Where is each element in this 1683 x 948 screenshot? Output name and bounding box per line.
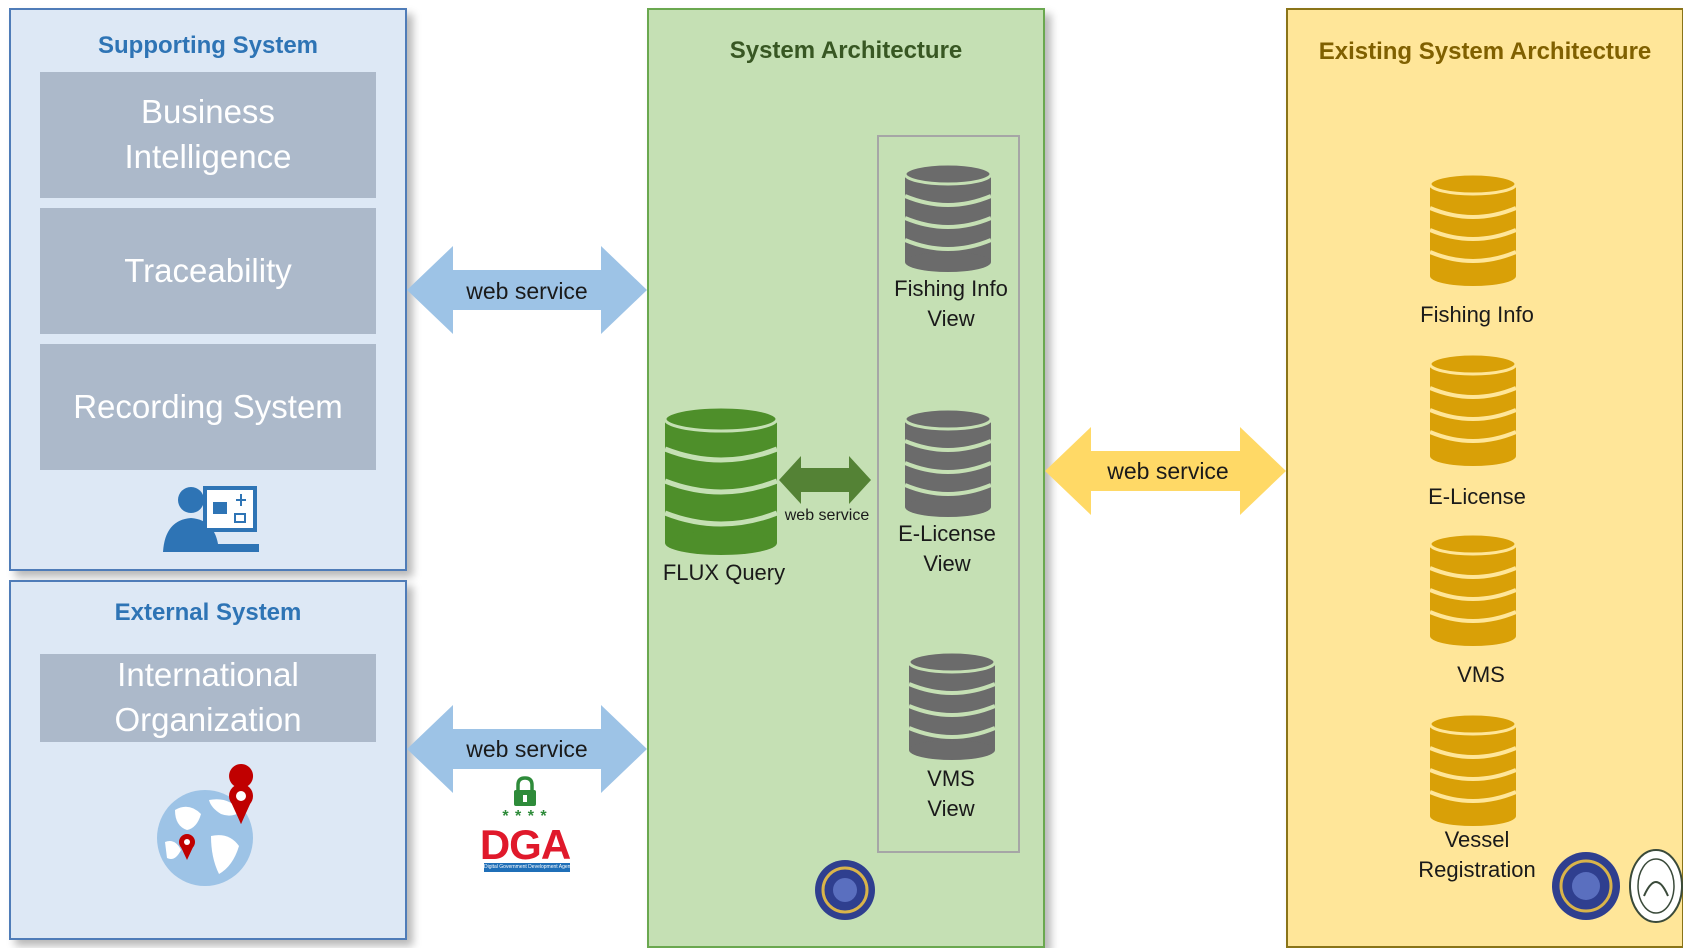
department-seal-icon	[1552, 852, 1620, 920]
dga-logo-text: DGA	[479, 821, 571, 868]
fishing-info-label: Fishing Info	[1420, 302, 1534, 327]
dga-tagline-bar: Digital Government Development Agency	[484, 863, 570, 872]
supporting-web-service-arrow	[407, 246, 647, 334]
fishing-info-view-label: Fishing Info View	[894, 276, 1008, 331]
supporting-system-title: Supporting System	[97, 32, 319, 59]
inner-double-arrow	[779, 456, 871, 504]
padlock-icon	[514, 776, 536, 806]
supporting-web-service-label: web service	[466, 278, 588, 304]
system-architecture-panel: System Architecture FLUX Query web servi…	[647, 8, 1045, 948]
business-intelligence-box: Business Intelligence	[40, 72, 376, 198]
globe-pin-icon	[157, 764, 254, 886]
views-container	[877, 135, 1020, 853]
existing-web-service-label: web service	[1107, 458, 1229, 484]
international-organization-box: International Organization	[40, 654, 376, 742]
recording-system-box: Recording System	[40, 344, 376, 470]
external-system-panel: External System International Organizati…	[9, 580, 407, 940]
e-license-database-icon	[1428, 352, 1518, 466]
fishing-info-database-icon	[1428, 172, 1518, 286]
supporting-system-panel: Supporting System Business Intelligence …	[9, 8, 407, 571]
vms-label: VMS	[1457, 662, 1505, 687]
existing-web-service-arrow	[1045, 427, 1286, 515]
department-seal-icon	[815, 860, 875, 920]
flux-query-database-icon	[663, 405, 779, 555]
traceability-box: Traceability	[40, 208, 376, 334]
vessel-registration-database-icon	[1428, 712, 1518, 826]
e-license-label: E-License	[1428, 484, 1526, 509]
flux-query-label: FLUX Query	[662, 560, 786, 585]
fisheries-emblem-icon	[1629, 849, 1683, 923]
external-system-title: External System	[114, 599, 302, 626]
vessel-registration-label: Vessel Registration	[1418, 827, 1536, 882]
external-web-service-label: web service	[466, 736, 588, 762]
vms-view-database-icon	[907, 650, 997, 760]
dga-stars: * * * *	[502, 808, 548, 825]
external-web-service-arrow	[407, 705, 647, 793]
vms-view-label: VMS View	[927, 766, 975, 821]
user-computer-icon	[163, 486, 259, 552]
fishing-info-view-database-icon	[903, 162, 993, 272]
vms-database-icon	[1428, 532, 1518, 646]
e-license-view-database-icon	[903, 407, 993, 517]
dga-tagline: Digital Government Development Agency	[484, 864, 570, 870]
inner-web-service-label: web service	[784, 507, 870, 524]
existing-system-panel: Existing System Architecture Fishing Inf…	[1286, 8, 1683, 948]
e-license-view-label: E-License View	[898, 521, 996, 576]
existing-system-title: Existing System Architecture	[1318, 38, 1652, 65]
system-architecture-title: System Architecture	[729, 37, 963, 64]
